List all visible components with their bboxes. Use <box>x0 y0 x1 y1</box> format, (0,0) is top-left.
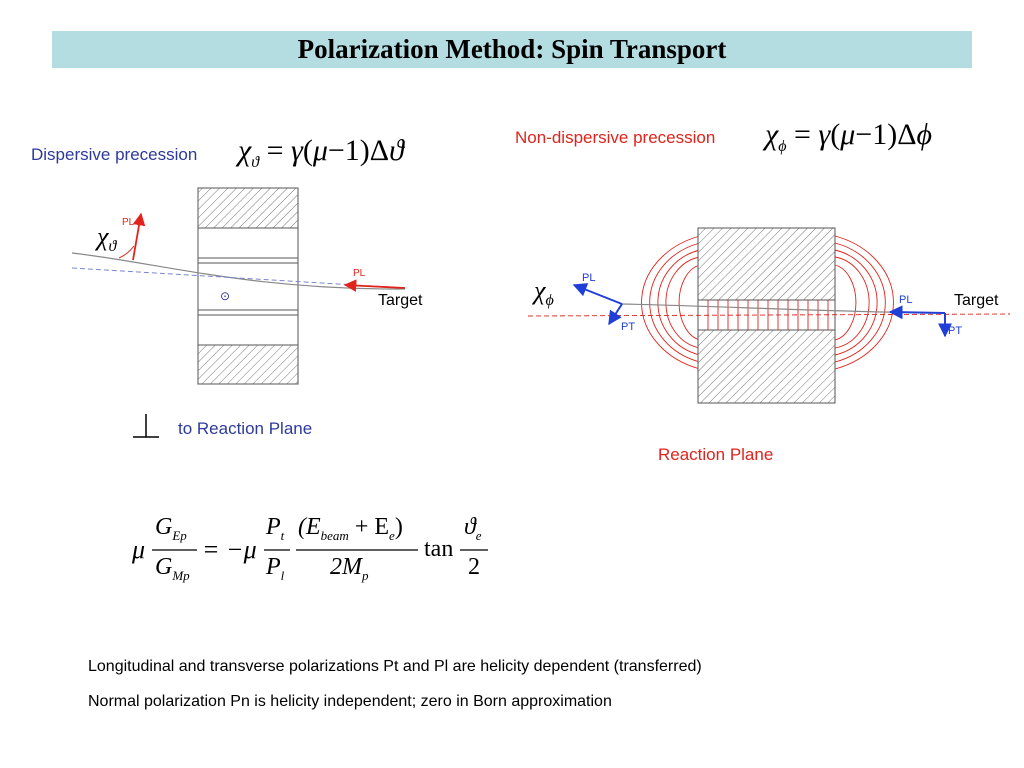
dispersive-label: Dispersive precession <box>31 145 198 164</box>
bullet-1: Longitudinal and transverse polarization… <box>88 658 702 675</box>
left-magnet <box>197 187 299 385</box>
right-magnet <box>697 227 836 404</box>
eq2-chi: χ <box>765 118 779 151</box>
left-angle-arc <box>118 245 135 259</box>
formula-two: 2 <box>468 554 480 580</box>
formula-pl: Pl <box>266 554 285 583</box>
non-dispersive-equation: χϕ = γ(μ−1)Δϕ <box>765 118 933 155</box>
dispersive-equation: χϑ = γ(μ−1)Δϑ <box>238 134 404 171</box>
right-pl-arrow-left <box>572 283 623 305</box>
formula-neg-mu: = −μ <box>202 535 257 564</box>
reaction-plane-label: Reaction Plane <box>658 445 774 464</box>
left-pl-beam-label: PL <box>353 268 366 279</box>
eq-chi-sub: ϑ <box>251 154 260 171</box>
left-target-label: Target <box>378 292 423 309</box>
right-pt-left-label: PT <box>621 321 636 333</box>
eq2-chi-sub: ϕ <box>778 138 787 155</box>
perp-symbol-shape <box>133 414 159 438</box>
right-pt-arrow-left <box>608 303 623 326</box>
right-pl-left-label: PL <box>582 272 596 284</box>
eq2-gamma: γ <box>818 118 831 151</box>
formula-numerator: (Ebeam + Ee) <box>298 514 403 543</box>
formula-pt: Pt <box>266 514 285 543</box>
formula-gmp: GMp <box>155 554 190 583</box>
right-chi-label: χϕ <box>534 276 554 310</box>
right-pl-arrow-right <box>888 305 946 320</box>
page-title: Polarization Method: Spin Transport <box>297 34 727 64</box>
eq-chi: χ <box>238 134 252 167</box>
eq2-phi: ϕ <box>916 118 933 151</box>
eq-mu: μ <box>312 134 328 167</box>
non-dispersive-label: Non-dispersive precession <box>515 128 716 147</box>
right-pt-right-label: PT <box>948 325 963 337</box>
perp-label: to Reaction Plane <box>178 419 313 438</box>
formula-tan: tan <box>424 536 454 562</box>
right-field-lines <box>641 235 894 370</box>
left-pl-arrow-beam <box>343 279 406 292</box>
formula-denominator: 2Mp <box>330 554 369 583</box>
eq-theta: ϑ <box>389 134 404 167</box>
eq-gamma: γ <box>290 134 303 167</box>
title-bar: Polarization Method: Spin Transport <box>52 31 972 68</box>
eq2-mu: μ <box>840 118 856 151</box>
left-odot-icon: ⊙ <box>220 289 231 303</box>
formula-mu: μ <box>132 535 146 564</box>
right-target-label: Target <box>954 292 999 309</box>
left-chi-label: χϑ <box>97 222 117 256</box>
formula-theta: ϑe <box>464 514 482 543</box>
left-pl-top-label: PL <box>122 217 135 228</box>
bullet-2: Normal polarization Pn is helicity indep… <box>88 693 612 710</box>
formula-gep: GEp <box>155 514 187 543</box>
right-pl-right-label: PL <box>899 294 913 306</box>
left-pl-arrow-top <box>132 212 146 261</box>
